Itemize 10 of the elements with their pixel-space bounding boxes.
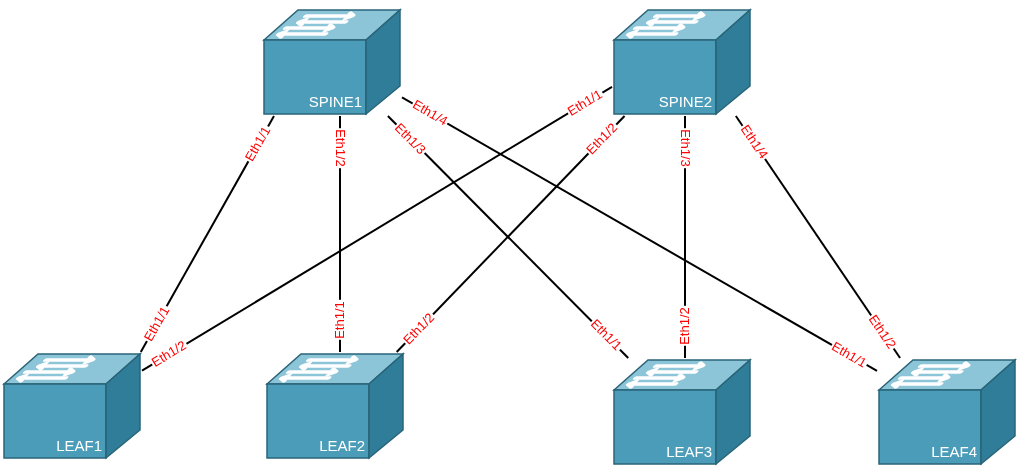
switch-name: SPINE2	[658, 93, 712, 110]
switch-name: LEAF4	[931, 443, 977, 460]
switch-name: LEAF2	[319, 437, 365, 454]
port-label: Eth1/2	[678, 306, 692, 346]
port-label: Eth1/1	[333, 300, 347, 340]
switch-name: LEAF3	[666, 443, 712, 460]
switch-name: SPINE1	[308, 93, 362, 110]
port-label: Eth1/2	[333, 128, 347, 168]
switch-name: LEAF1	[56, 437, 102, 454]
port-label: Eth1/3	[678, 128, 692, 168]
